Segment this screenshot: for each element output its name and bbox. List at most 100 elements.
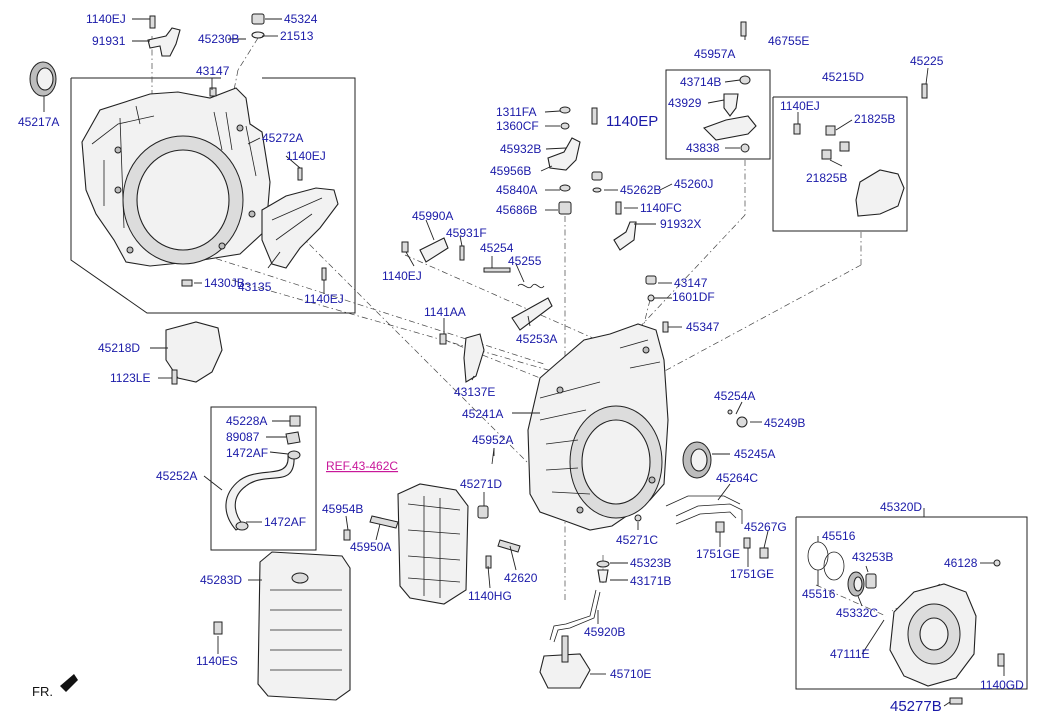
part-label-p29: 45840A bbox=[496, 183, 537, 197]
part-label-p65: 1751GE bbox=[696, 547, 740, 561]
part-label-p22: 45954B bbox=[322, 502, 363, 516]
part-label-p72: 45710E bbox=[610, 667, 651, 681]
leader-lines bbox=[43, 18, 1005, 707]
part-label-p56: 45241A bbox=[462, 407, 503, 421]
part-label-p31: 45957A bbox=[694, 47, 735, 61]
part-label-p67: 45323B bbox=[630, 556, 671, 570]
part-label-p64: 45267G bbox=[744, 520, 787, 534]
part-label-p46: 45931F bbox=[446, 226, 487, 240]
part-label-p63: 45271C bbox=[616, 533, 658, 547]
parking-sprag-group bbox=[401, 237, 553, 331]
part-label-p66: 1751GE bbox=[730, 567, 774, 581]
bracket-group-45215D bbox=[793, 83, 928, 217]
part-label-p38: 1140FC bbox=[640, 201, 682, 215]
part-label-p24: 1311FA bbox=[496, 105, 536, 119]
part-label-p32: 46755E bbox=[768, 34, 809, 48]
part-label-p41: 45225 bbox=[910, 54, 944, 68]
part-label-p50: 43147 bbox=[674, 276, 708, 290]
part-labels: 1140EJ 45324 91931 45230B 21513 43147 45… bbox=[18, 12, 1024, 715]
group-boxes bbox=[70, 69, 1028, 690]
part-label-p62: 45264C bbox=[716, 471, 758, 485]
plug-45324 bbox=[251, 13, 265, 39]
shield-43135 bbox=[261, 187, 339, 269]
part-label-p35: 43838 bbox=[686, 141, 720, 155]
part-label-p70: 1140HG bbox=[468, 589, 512, 603]
part-label-p28: 45956B bbox=[490, 164, 531, 178]
part-label-p20: 45283D bbox=[200, 573, 242, 587]
part-label-p53: 45253A bbox=[516, 332, 557, 346]
part-label-p08: 45272A bbox=[262, 131, 303, 145]
part-label-p17: 1472AF bbox=[226, 446, 268, 460]
part-label-p79: 47111E bbox=[830, 647, 870, 661]
part-label-p45: 45990A bbox=[412, 209, 453, 223]
part-label-p16: 89087 bbox=[226, 430, 260, 444]
part-label-p43: 21825B bbox=[854, 112, 895, 126]
part-label-p74: 45516 bbox=[822, 529, 856, 543]
part-label-p68: 42620 bbox=[504, 571, 538, 585]
part-label-p06: 43147 bbox=[196, 64, 230, 78]
front-arrow bbox=[60, 674, 78, 692]
part-label-p09: 1140EJ bbox=[286, 149, 326, 163]
part-label-p01: 1140EJ bbox=[86, 12, 126, 26]
part-label-p40: 45215D bbox=[822, 70, 864, 84]
part-label-p80: 1140GD bbox=[980, 678, 1024, 692]
part-label-p73: 45320D bbox=[880, 500, 922, 514]
part-label-p21: 1140ES bbox=[196, 654, 238, 668]
part-label-p04: 45230B bbox=[198, 32, 239, 46]
part-label-p81: 45277B bbox=[890, 698, 942, 715]
part-label-p61: 45271D bbox=[460, 477, 502, 491]
cover-43137E bbox=[439, 333, 485, 383]
main-case-45241A bbox=[527, 323, 669, 531]
part-label-p75: 43253B bbox=[852, 550, 893, 564]
part-label-p57: 45254A bbox=[714, 389, 755, 403]
part-label-p47: 45254 bbox=[480, 241, 514, 255]
part-label-p36: 45262B bbox=[620, 183, 661, 197]
breather-hose-45252A bbox=[225, 415, 301, 531]
part-label-p12: 1140EJ bbox=[304, 292, 344, 306]
part-label-p30: 45686B bbox=[496, 203, 537, 217]
part-label-p11: 43135 bbox=[238, 280, 272, 294]
part-label-p76: 46128 bbox=[944, 556, 978, 570]
part-label-p23: 45950A bbox=[350, 540, 391, 554]
part-label-p10: 1430JB bbox=[204, 276, 245, 290]
part-label-p26: 1140EP bbox=[606, 113, 658, 130]
part-label-p07: 45217A bbox=[18, 115, 59, 129]
part-label-p60: 45245A bbox=[734, 447, 775, 461]
part-label-p37: 45260J bbox=[674, 177, 713, 191]
part-label-p03: 91931 bbox=[92, 34, 126, 48]
part-label-p71: 45920B bbox=[584, 625, 625, 639]
part-label-p15: 45228A bbox=[226, 414, 267, 428]
rear-cover-45320D bbox=[807, 541, 1005, 705]
part-label-p19: 1472AF bbox=[264, 515, 306, 529]
part-label-p14: 1123LE bbox=[110, 371, 150, 385]
part-label-p51: 1601DF bbox=[672, 290, 715, 304]
seal-45245A bbox=[682, 441, 712, 479]
part-label-p58: 45249B bbox=[764, 416, 805, 430]
part-label-p49: 1140EJ bbox=[382, 269, 422, 283]
part-label-p13: 45218D bbox=[98, 341, 140, 355]
part-label-p77: 45516 bbox=[802, 587, 836, 601]
bracket-group-45260J bbox=[591, 171, 637, 251]
oil-seal-45217A bbox=[29, 61, 57, 97]
pipes-45264C bbox=[665, 495, 769, 559]
oil-pan-45283D bbox=[213, 551, 351, 701]
part-label-p42: 1140EJ bbox=[780, 99, 820, 113]
reference-link[interactable]: REF.43-462C bbox=[326, 459, 398, 473]
part-label-p27: 45932B bbox=[500, 142, 541, 156]
front-housing bbox=[81, 87, 271, 267]
rod-45710E bbox=[539, 589, 601, 689]
part-label-p44: 21825B bbox=[806, 171, 847, 185]
sensor-45956B bbox=[547, 106, 598, 215]
part-label-p33: 43714B bbox=[680, 75, 721, 89]
valve-body-ref bbox=[397, 483, 469, 605]
part-label-p59: 45952A bbox=[472, 433, 513, 447]
bracket-91931 bbox=[147, 15, 181, 57]
part-label-p55: 43137E bbox=[454, 385, 495, 399]
part-label-p34: 43929 bbox=[668, 96, 702, 110]
part-label-p39: 91932X bbox=[660, 217, 701, 231]
part-label-p05: 21513 bbox=[280, 29, 314, 43]
bolts-housing bbox=[181, 87, 327, 287]
part-label-p48: 45255 bbox=[508, 254, 542, 268]
front-marker-label: FR. bbox=[32, 684, 53, 699]
